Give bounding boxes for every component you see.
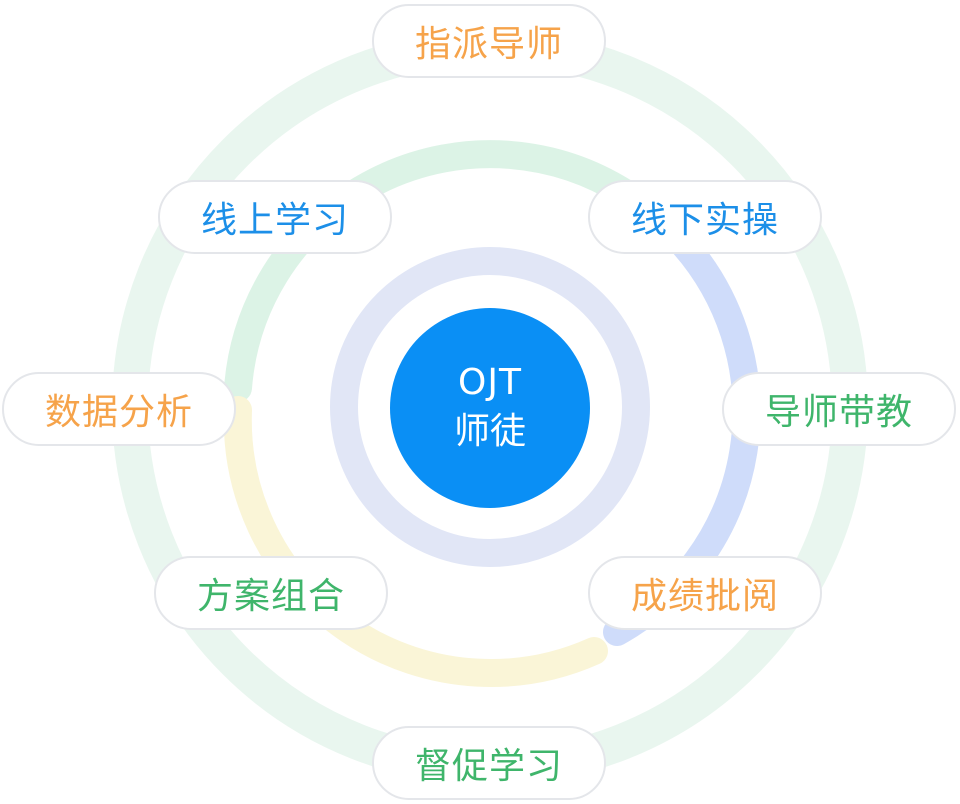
- node-plan-combination[interactable]: 方案组合: [154, 556, 388, 630]
- node-label: 指派导师: [414, 24, 563, 65]
- node-online-learning[interactable]: 线上学习: [158, 180, 392, 254]
- center-title: OJT: [458, 362, 522, 403]
- node-label: 导师带教: [764, 392, 913, 433]
- node-label: 数据分析: [44, 392, 193, 433]
- node-label: 成绩批阅: [630, 576, 779, 617]
- node-label: 线上学习: [200, 200, 349, 241]
- node-label: 线下实操: [630, 200, 779, 241]
- node-assign-mentor[interactable]: 指派导师: [372, 4, 606, 78]
- inner-ring: [330, 247, 650, 567]
- node-offline-practice[interactable]: 线下实操: [588, 180, 822, 254]
- node-label: 方案组合: [196, 576, 345, 617]
- middle-ring-green-arc: [224, 140, 639, 402]
- node-label: 督促学习: [414, 746, 563, 787]
- node-mentor-teaching[interactable]: 导师带教: [722, 372, 956, 446]
- center-circle: OJT 师徒: [390, 308, 590, 508]
- node-supervise-learning[interactable]: 督促学习: [372, 726, 606, 800]
- center-subtitle: 师徒: [453, 411, 526, 452]
- node-data-analysis[interactable]: 数据分析: [2, 372, 236, 446]
- node-grade-review[interactable]: 成绩批阅: [588, 556, 822, 630]
